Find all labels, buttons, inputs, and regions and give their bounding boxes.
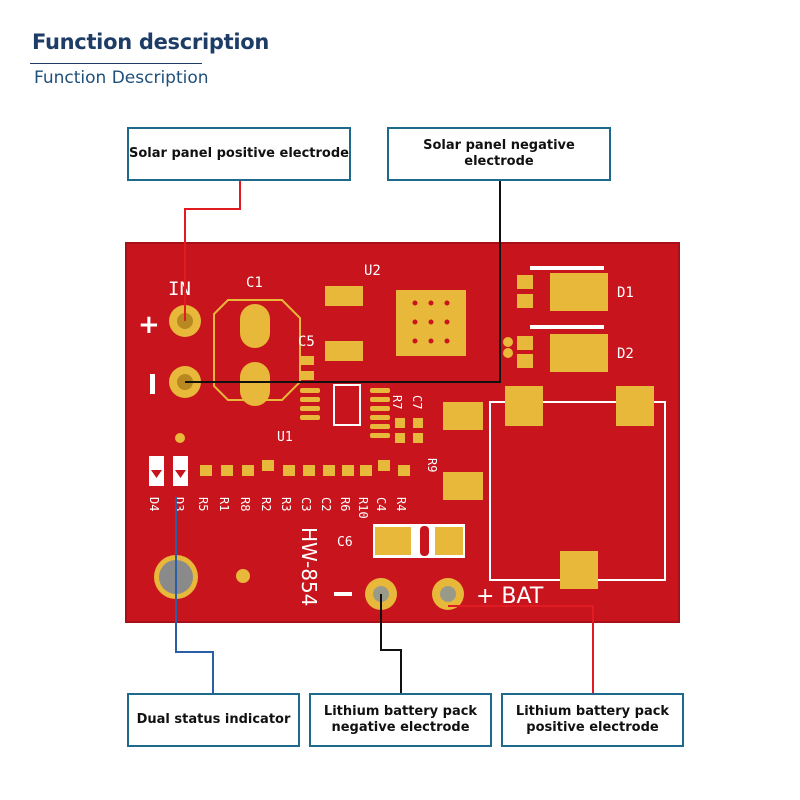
resistor-row-pads [200,460,410,476]
callout-solar-negative: Solar panel negative electrode [387,127,611,181]
minus-bar [150,374,155,394]
c5-label: C5 [298,334,315,350]
battery-pad-left [505,386,543,426]
d1-pad-large [550,273,608,311]
c1-label: C1 [246,275,263,291]
d3-label: D3 [172,497,186,511]
r9-label: R9 [425,458,439,472]
pcb-edge [125,242,680,623]
r7-pad-1 [395,418,405,428]
bat-minus-mark [334,592,352,596]
c1-pad-bottom [240,362,270,406]
d1-label: D1 [617,285,634,301]
d2-pad-small-2 [517,354,533,368]
c6-pad-2 [435,527,463,555]
wire-solar-negative [185,180,501,383]
r10-label: R10 [356,497,370,519]
via-1 [503,337,513,347]
bat-positive-hole [440,586,456,602]
c7-pad-1 [413,418,423,428]
d1-pad-small-2 [517,294,533,308]
u1-body [333,384,361,426]
page-title: Function description [32,30,269,54]
u1-pins-left [300,388,320,420]
r9-pad-top [443,402,483,430]
d1-silk [530,266,604,270]
r5-label: R5 [196,497,210,511]
callout-dual-status-text: Dual status indicator [136,712,291,727]
in-label: IN [168,278,191,300]
d2-silk [530,325,604,329]
c5-pad-2 [300,371,314,380]
r6-label: R6 [338,497,352,511]
r9-pad-bottom [443,472,483,500]
r8-label: R8 [238,497,252,511]
u2-pad-a [325,286,363,306]
via-corner [236,569,250,583]
bat-label: + BAT [476,584,544,609]
r3-label: R3 [279,497,293,511]
r7-pad-2 [395,433,405,443]
d2-pad-small-1 [517,336,533,350]
via-2 [503,348,513,358]
wire-battery-negative [380,594,402,694]
d4-arrow-icon [151,470,162,478]
callout-dual-status: Dual status indicator [127,693,300,747]
c2-label: C2 [319,497,333,511]
d2-label: D2 [617,346,634,362]
c6-label: C6 [337,535,353,550]
c1-outline [213,299,301,401]
r1-label: R1 [217,497,231,511]
c6-pad-1 [375,527,411,555]
title-underline [30,63,202,64]
callout-battery-negative: Lithium battery pack negative electrode [309,693,492,747]
c3-label: C3 [299,497,313,511]
d4-label: D4 [147,497,161,511]
u2-vias [412,300,450,344]
model-label: HW-854 [297,527,321,606]
c5-pad-1 [300,356,314,365]
r2-label: R2 [259,497,273,511]
battery-pad-bottom [560,551,598,589]
u1-label: U1 [277,430,293,445]
callout-solar-negative-text: Solar panel negative electrode [423,138,575,169]
u2-label: U2 [364,263,381,279]
wire-status-indicator [175,497,214,694]
page-subtitle: Function Description [34,68,209,88]
c7-label: C7 [410,395,424,409]
callout-solar-positive-text: Solar panel positive electrode [129,146,349,161]
r4-label: R4 [394,497,408,511]
u1-pins-right [370,388,390,438]
callout-battery-positive: Lithium battery pack positive electrode [501,693,684,747]
battery-pad-right [616,386,654,426]
callout-battery-negative-text: Lithium battery pack negative electrode [323,704,478,735]
c7-pad-2 [413,433,423,443]
plus-label: + [138,310,160,340]
c4-label: C4 [374,497,388,511]
r7-label: R7 [390,395,404,409]
d1-pad-small-1 [517,275,533,289]
d2-pad-large [550,334,608,372]
callout-battery-positive-text: Lithium battery pack positive electrode [515,704,670,735]
c6-polarity-mark [420,526,429,556]
c1-pad-top [240,304,270,348]
wire-battery-positive [448,605,594,694]
callout-solar-positive: Solar panel positive electrode [127,127,351,181]
wire-solar-positive [184,180,241,321]
via-led [175,433,185,443]
d3-arrow-icon [175,470,186,478]
u2-pad-b [325,341,363,361]
